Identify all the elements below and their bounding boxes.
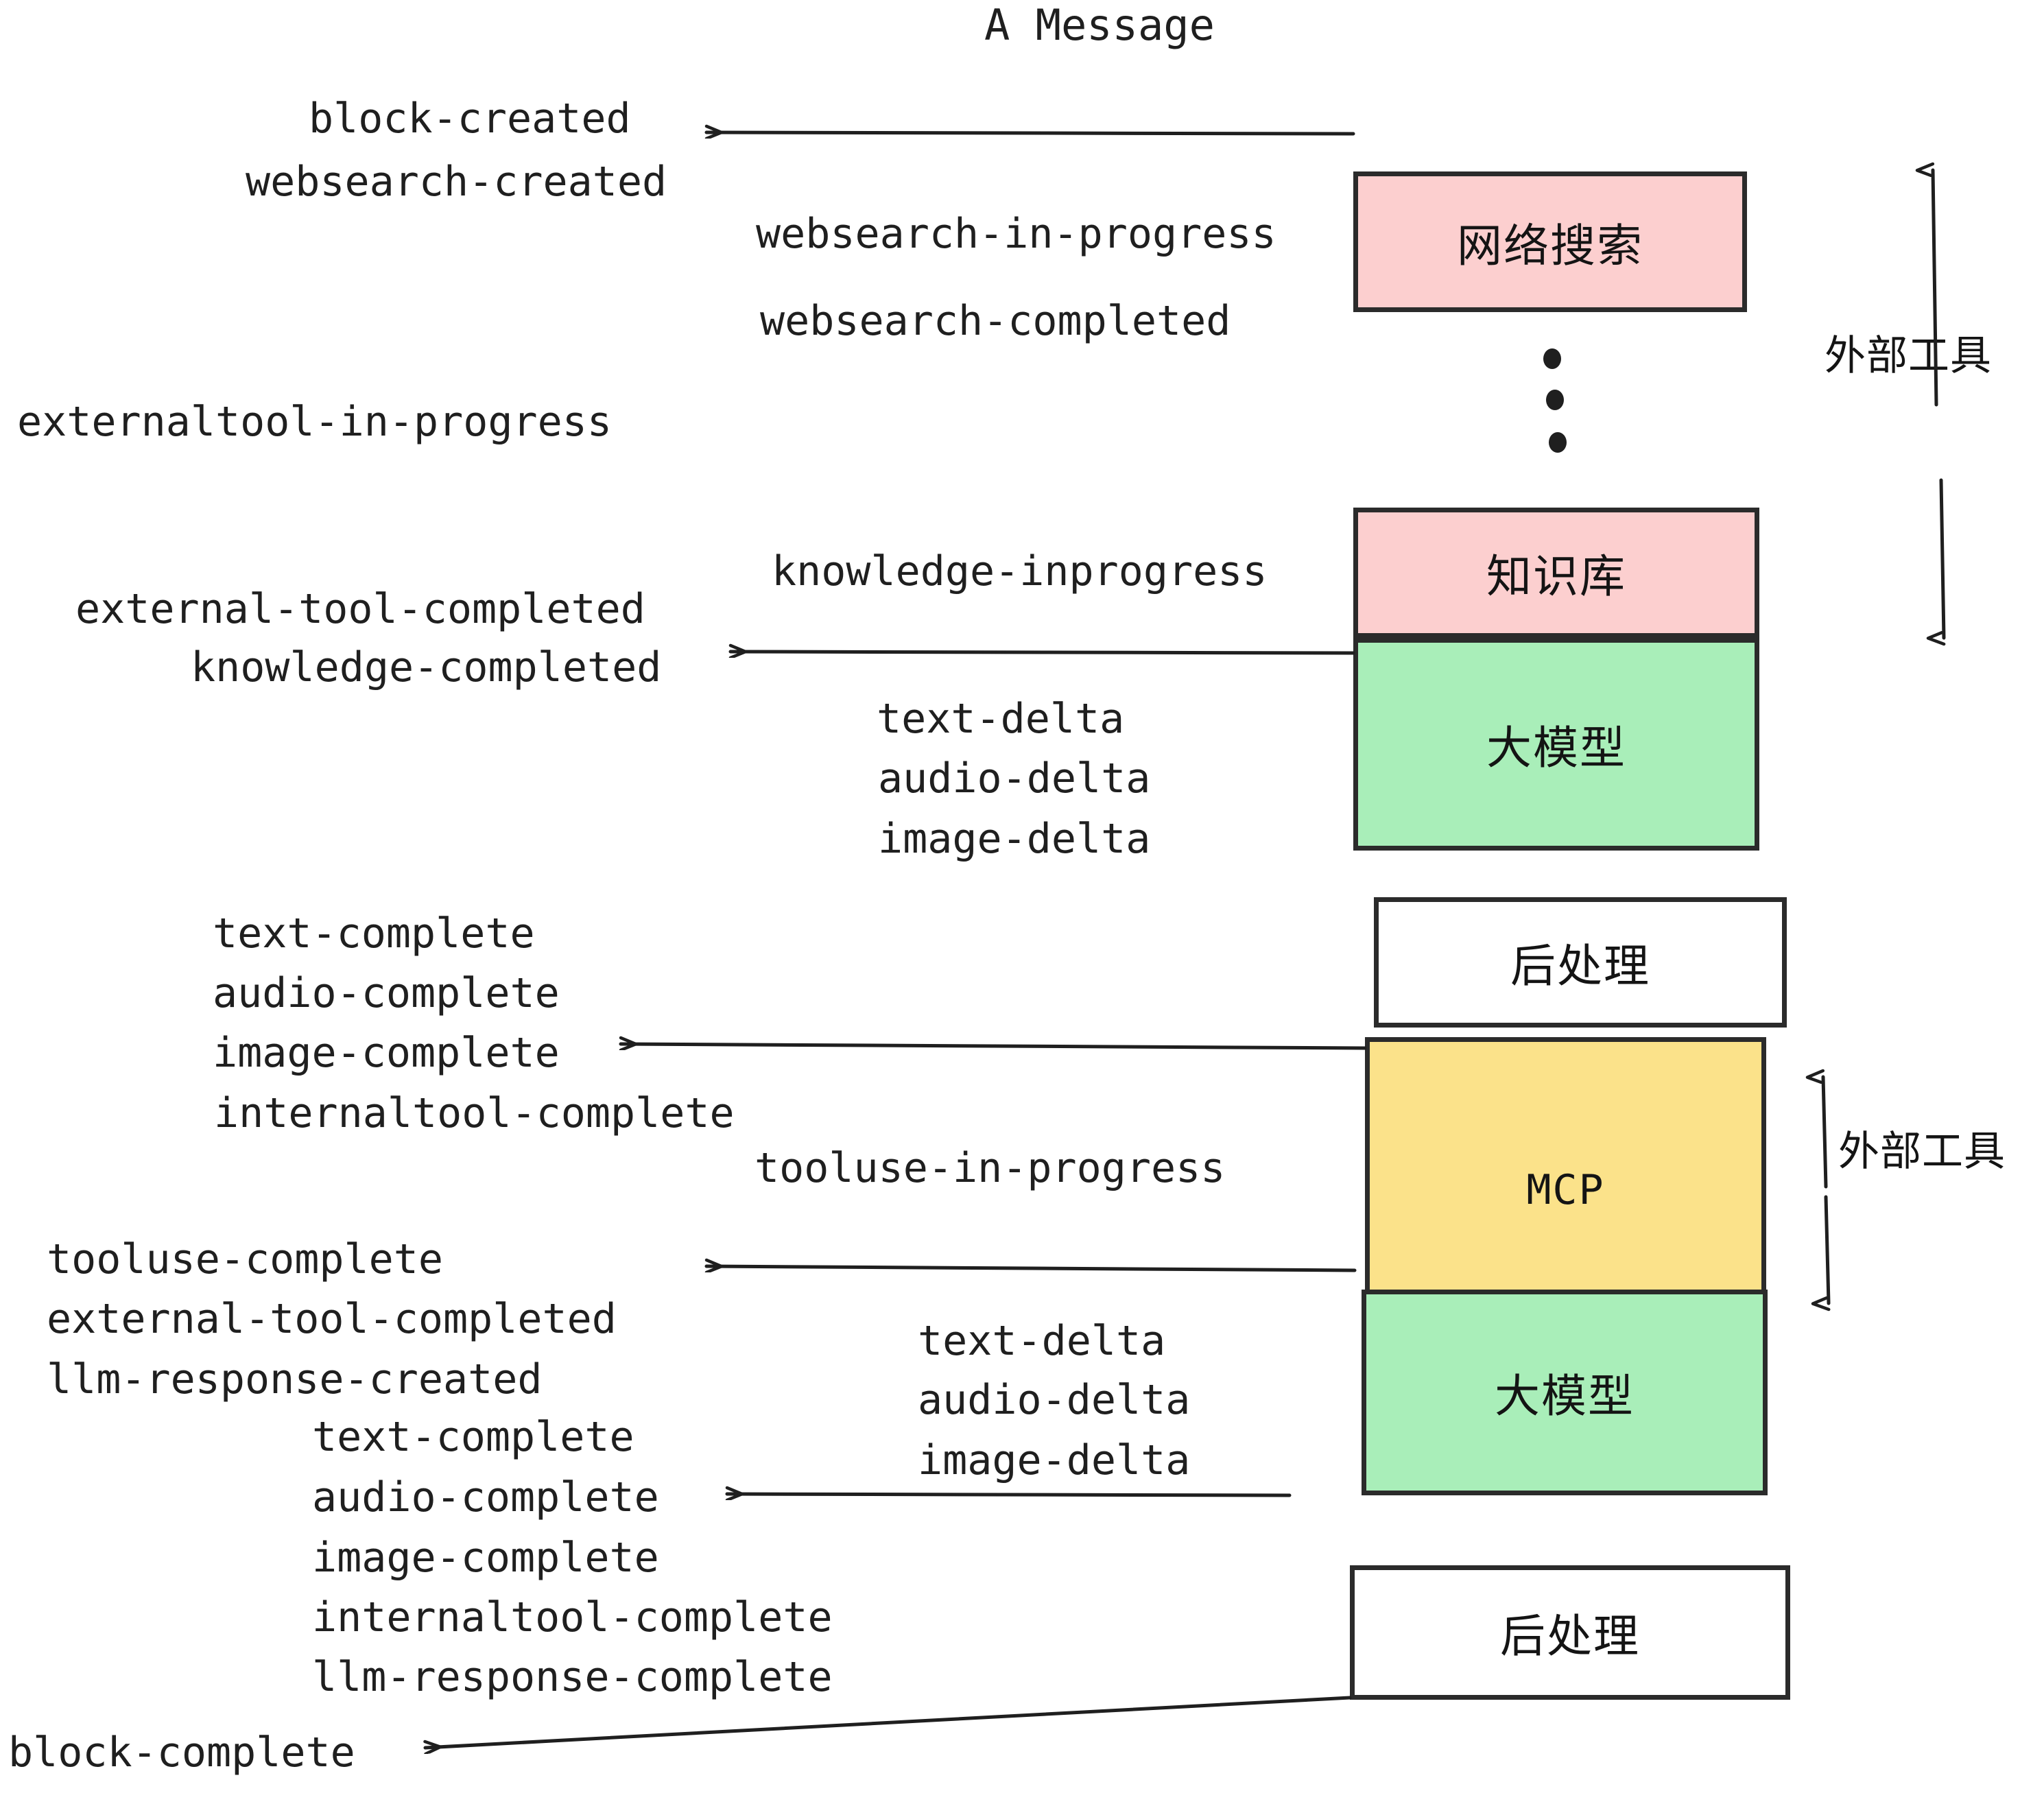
node-box-postprocess-2[interactable]: 后处理	[1350, 1565, 1790, 1700]
event-label-knowledge-completed: knowledge-completed	[191, 643, 662, 691]
event-label-llm-response-complete: llm-response-complete	[312, 1653, 833, 1701]
ellipsis-dot	[1543, 348, 1561, 369]
node-box-llm-1[interactable]: 大模型	[1353, 638, 1759, 851]
event-label-knowledge-inprogress: knowledge-inprogress	[772, 547, 1268, 595]
event-label-websearch-in-progress: websearch-in-progress	[756, 210, 1276, 258]
arrow-knowledge-completed	[728, 652, 1355, 653]
event-label-image-complete-1: image-complete	[213, 1029, 560, 1077]
external-tool-scale-bottom-down	[1826, 1195, 1831, 1303]
event-label-external-tool-completed-2: external-tool-completed	[47, 1295, 617, 1343]
external-tool-scale-top-down	[1941, 478, 1946, 638]
event-label-audio-delta-1: audio-delta	[878, 755, 1151, 803]
event-label-block-created: block-created	[309, 95, 631, 143]
event-label-audio-complete-2: audio-complete	[312, 1473, 659, 1521]
event-label-tooluse-complete: tooluse-complete	[47, 1235, 443, 1283]
page-title: A Message	[984, 0, 1215, 50]
node-box-websearch[interactable]: 网络搜索	[1353, 171, 1747, 312]
event-label-image-complete-2: image-complete	[312, 1534, 659, 1582]
side-label-external-tool-bottom: 外部工具	[1838, 1128, 2006, 1176]
arrow-audio-complete	[725, 1494, 1292, 1495]
ellipsis-dot	[1546, 390, 1564, 410]
event-label-text-delta-1: text-delta	[877, 695, 1125, 743]
side-label-external-tool-top: 外部工具	[1825, 332, 1992, 380]
node-box-postprocess-1[interactable]: 后处理	[1374, 897, 1787, 1028]
event-label-externaltool-in-progress: externaltool-in-progress	[17, 398, 612, 446]
event-label-llm-response-created: llm-response-created	[47, 1355, 543, 1403]
node-box-knowledge[interactable]: 知识库	[1353, 508, 1759, 638]
ellipsis-dot	[1549, 432, 1567, 453]
event-label-internaltool-complete-2: internaltool-complete	[312, 1593, 833, 1641]
node-box-llm-2[interactable]: 大模型	[1362, 1290, 1768, 1495]
event-label-text-complete-1: text-complete	[213, 910, 535, 958]
event-label-websearch-created: websearch-created	[246, 158, 667, 206]
arrow-image-complete	[619, 1044, 1367, 1048]
event-label-internaltool-complete-1: internaltool-complete	[214, 1089, 735, 1137]
arrow-tooluse-complete	[704, 1266, 1357, 1270]
event-label-audio-complete-1: audio-complete	[213, 969, 560, 1017]
arrow-block-created	[704, 132, 1355, 134]
event-label-text-delta-2: text-delta	[918, 1317, 1166, 1365]
event-label-image-delta-2: image-delta	[918, 1436, 1191, 1484]
event-label-external-tool-completed-1: external-tool-completed	[75, 585, 645, 633]
event-label-block-complete: block-complete	[8, 1729, 355, 1777]
event-label-websearch-completed: websearch-completed	[760, 297, 1231, 345]
external-tool-scale-bottom-up	[1823, 1077, 1828, 1189]
event-label-text-complete-2: text-complete	[312, 1413, 634, 1461]
event-label-tooluse-in-progress: tooluse-in-progress	[754, 1144, 1226, 1192]
event-label-audio-delta-2: audio-delta	[918, 1376, 1191, 1424]
event-label-image-delta-1: image-delta	[878, 815, 1151, 863]
